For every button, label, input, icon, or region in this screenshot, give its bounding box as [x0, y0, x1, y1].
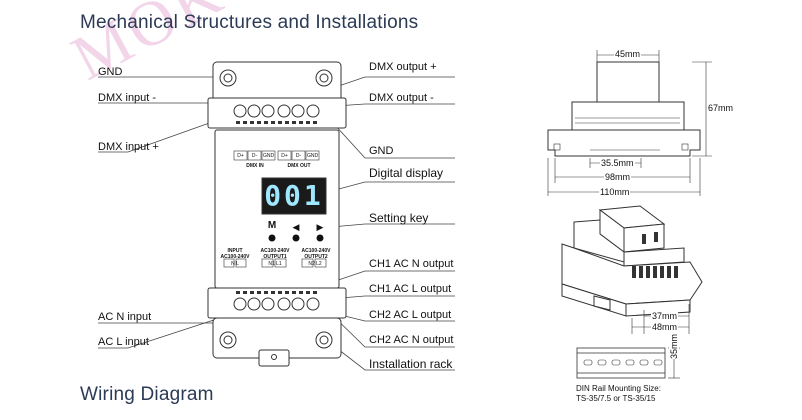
- port-label-d-plus-out: D+: [281, 153, 288, 159]
- label-ch1-ac-l-output: CH1 AC L output: [369, 283, 452, 295]
- output1-nl-label: N1 L1: [268, 261, 282, 267]
- output1-name-label: OUTPUT1: [263, 254, 287, 260]
- output2-name-label: OUTPUT2: [304, 254, 328, 260]
- label-ch2-ac-l-output: CH2 AC L output: [369, 309, 452, 321]
- digital-display-value: 001: [264, 179, 324, 212]
- dim-35-5mm: 35.5mm: [600, 158, 635, 168]
- label-dmx-output-minus: DMX output -: [369, 92, 434, 104]
- label-dmx-input-minus: DMX input -: [98, 92, 157, 104]
- label-gnd-right: GND: [369, 145, 394, 157]
- label-gnd-left: GND: [98, 66, 123, 78]
- button-left-label[interactable]: ◀: [292, 222, 300, 232]
- dim-45mm: 45mm: [614, 49, 642, 59]
- din-rail-caption-line2: TS-35/7.5 or TS-35/15: [576, 394, 656, 403]
- button-m-label[interactable]: M: [267, 220, 277, 231]
- din-rail-caption-line1: DIN Rail Mounting Size:: [576, 384, 661, 393]
- input-voltage-label: AC100-240V: [220, 254, 250, 260]
- port-label-gnd-in: GND: [262, 153, 275, 159]
- input-label: INPUT: [227, 248, 243, 254]
- port-label-d-minus-in: D-: [251, 153, 258, 159]
- port-label-d-minus-out: D-: [295, 153, 302, 159]
- dmx-in-label: DMX IN: [246, 163, 264, 169]
- label-ch2-ac-n-output: CH2 AC N output: [369, 334, 454, 346]
- port-label-d-plus-in: D+: [237, 153, 244, 159]
- dim-98mm: 98mm: [604, 172, 632, 182]
- input-nl-label: N L: [231, 261, 239, 267]
- section-title-wiring: Wiring Diagram: [80, 384, 214, 405]
- dim-35mm: 35mm: [669, 333, 679, 359]
- dmx-out-label: DMX OUT: [287, 163, 311, 169]
- label-dmx-input-plus: DMX input +: [98, 141, 159, 153]
- port-label-gnd-out: GND: [306, 153, 319, 159]
- dim-48mm: 48mm: [651, 322, 679, 332]
- output1-voltage-label: AC100-240V: [260, 248, 290, 254]
- output2-nl-label: N2 L2: [308, 261, 322, 267]
- dim-37mm: 37mm: [651, 311, 679, 321]
- button-right-label[interactable]: ▶: [316, 222, 324, 232]
- dim-67mm: 67mm: [708, 103, 734, 113]
- label-installation-rack: Installation rack: [369, 357, 453, 371]
- label-setting-key: Setting key: [369, 211, 429, 225]
- label-ch1-ac-n-output: CH1 AC N output: [369, 258, 454, 270]
- section-title-mechanical: Mechanical Structures and Installations: [80, 12, 419, 33]
- label-ac-n-input: AC N input: [98, 311, 152, 323]
- label-dmx-output-plus: DMX output +: [369, 61, 437, 73]
- output2-voltage-label: AC100-240V: [301, 248, 331, 254]
- label-ac-l-input: AC L input: [98, 336, 149, 348]
- label-digital-display: Digital display: [369, 166, 444, 180]
- dim-110mm: 110mm: [599, 187, 631, 197]
